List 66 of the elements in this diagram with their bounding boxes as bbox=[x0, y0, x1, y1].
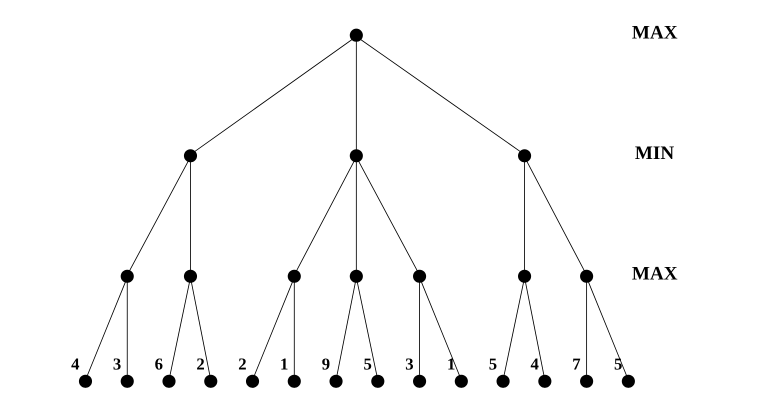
node-circle bbox=[496, 374, 510, 388]
connector bbox=[129, 160, 188, 270]
node-circle bbox=[622, 374, 635, 388]
node-circle bbox=[350, 269, 363, 282]
connector bbox=[525, 282, 544, 375]
connector bbox=[296, 160, 354, 270]
node-circle bbox=[246, 374, 260, 388]
node-circle bbox=[288, 374, 301, 388]
connector bbox=[421, 282, 460, 376]
node-circle bbox=[413, 374, 426, 388]
connector bbox=[588, 282, 627, 376]
node-label: 3 bbox=[112, 354, 122, 374]
node-label: 1 bbox=[280, 354, 288, 374]
connector bbox=[194, 38, 352, 152]
node-circle bbox=[454, 374, 468, 388]
node-circle bbox=[184, 148, 198, 162]
node-circle bbox=[413, 269, 426, 282]
node-circle bbox=[518, 148, 532, 162]
label: MAX bbox=[632, 263, 678, 284]
connector bbox=[358, 160, 418, 270]
connector bbox=[336, 282, 356, 375]
node-circle bbox=[162, 374, 176, 388]
node-circle bbox=[184, 269, 198, 282]
connector bbox=[190, 161, 191, 270]
connector bbox=[504, 282, 524, 375]
node-label: 5 bbox=[363, 354, 372, 374]
connector bbox=[526, 160, 585, 270]
node-circle bbox=[350, 148, 363, 162]
connector bbox=[524, 161, 525, 270]
node-label: 7 bbox=[572, 354, 581, 374]
node-label: 5 bbox=[614, 354, 622, 374]
node-label: 6 bbox=[154, 354, 164, 374]
node-label: 4 bbox=[530, 354, 539, 374]
node-circle bbox=[78, 374, 92, 388]
node-circle bbox=[580, 269, 594, 282]
connector bbox=[356, 40, 357, 150]
connector bbox=[419, 282, 420, 375]
node-circle bbox=[120, 269, 134, 282]
connector bbox=[294, 282, 295, 375]
node-circle bbox=[120, 374, 134, 388]
label: MIN bbox=[634, 142, 674, 164]
node-circle bbox=[204, 374, 218, 388]
node-circle bbox=[371, 374, 384, 388]
connector bbox=[356, 282, 378, 375]
node-circle bbox=[518, 269, 532, 282]
connector bbox=[356, 161, 357, 270]
node-circle bbox=[288, 269, 301, 282]
node-label: 2 bbox=[196, 354, 205, 374]
node-circle bbox=[580, 374, 594, 388]
node-label: 5 bbox=[488, 354, 498, 374]
node-label: 1 bbox=[447, 354, 456, 374]
node-label: 2 bbox=[238, 354, 247, 374]
connector bbox=[86, 282, 126, 376]
connector bbox=[170, 282, 190, 375]
node-label: 4 bbox=[71, 354, 80, 374]
connector bbox=[360, 38, 521, 152]
node-circle bbox=[329, 374, 343, 388]
connector bbox=[126, 282, 128, 375]
node-label: 3 bbox=[405, 354, 414, 374]
connector bbox=[254, 282, 293, 376]
connector bbox=[191, 282, 210, 375]
label: MAX bbox=[632, 22, 678, 44]
node-label: 9 bbox=[322, 354, 330, 374]
node-circle bbox=[350, 28, 363, 42]
node-circle bbox=[538, 374, 552, 388]
connector bbox=[586, 282, 588, 375]
